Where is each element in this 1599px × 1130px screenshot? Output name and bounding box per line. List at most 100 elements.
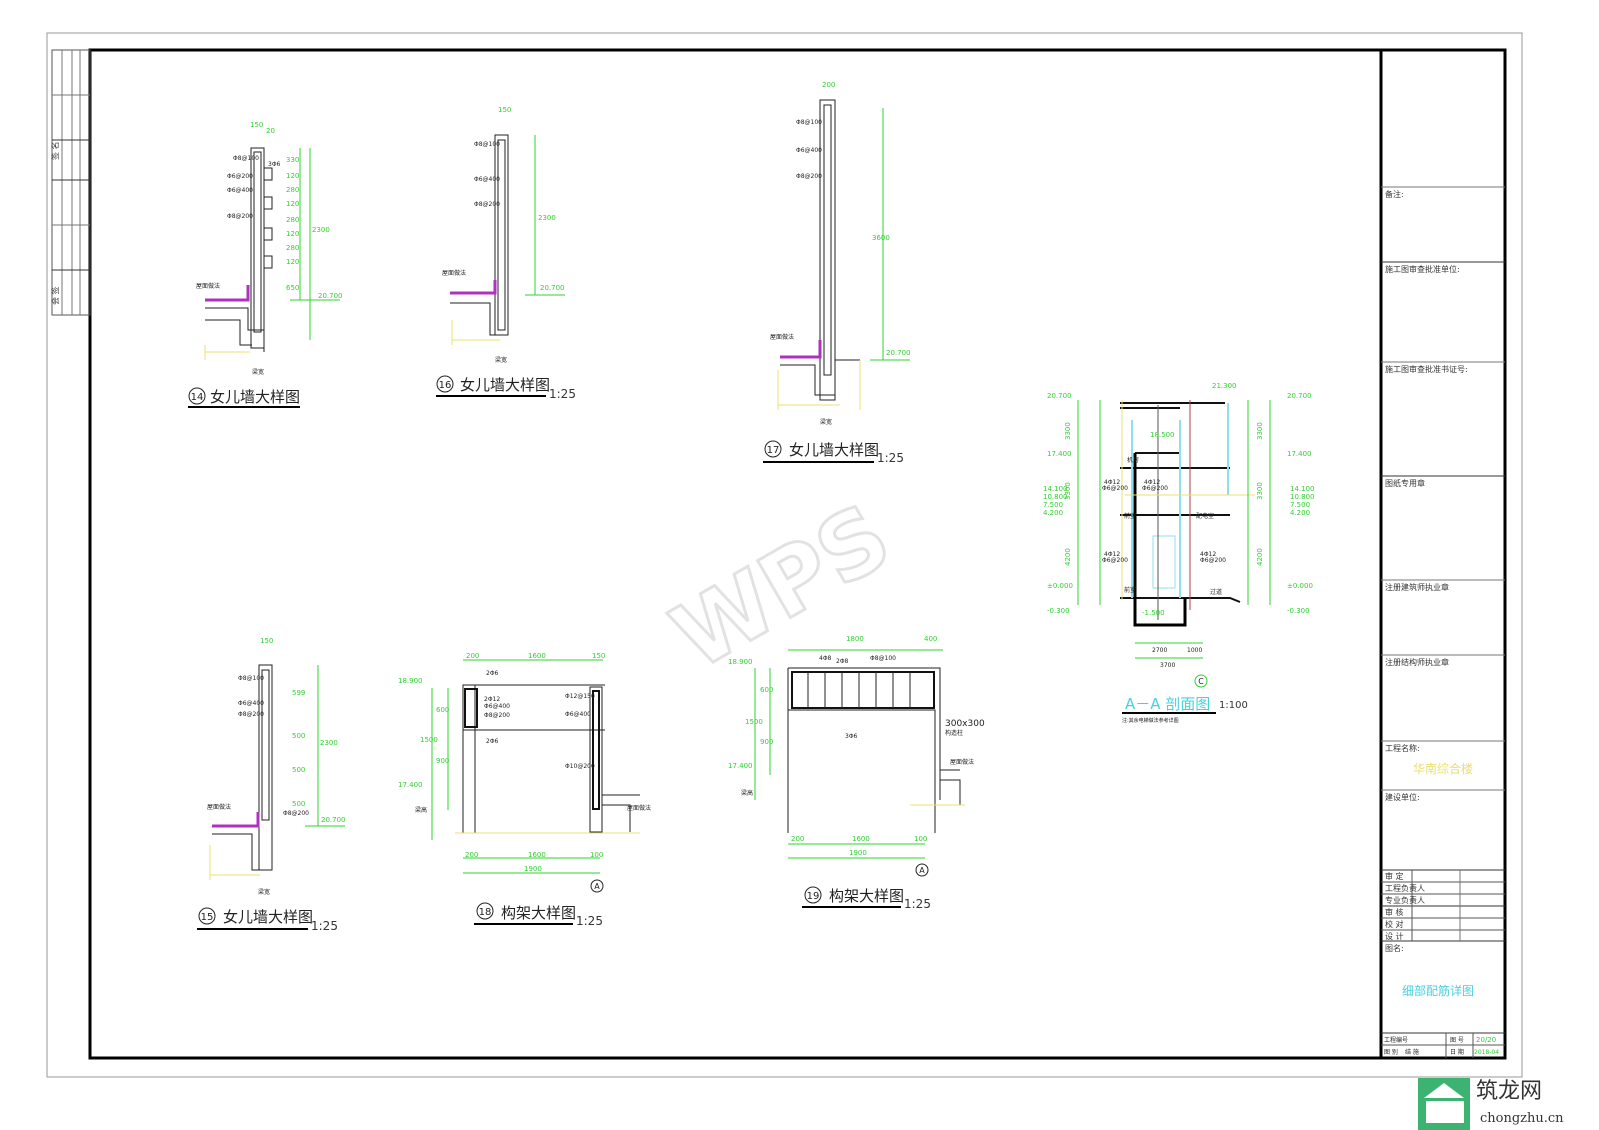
discipline-label: 图 别: [1384, 1048, 1398, 1056]
column-label: 构造柱: [945, 729, 963, 737]
rebar-label: 4Φ12: [1104, 479, 1120, 486]
role-discipline-lead: 专业负责人: [1385, 895, 1425, 905]
rebar-label: 2Φ6: [486, 738, 499, 745]
dim: 120: [286, 200, 299, 208]
room-label: 过道: [1210, 588, 1222, 596]
dim: 120: [286, 230, 299, 238]
detail-18-frame: 2Φ6 2Φ12 Φ6@400 Φ8@200 2Φ6 Φ12@150 Φ6@40…: [398, 652, 651, 928]
elevation-top: 18.900: [728, 658, 753, 666]
dim: 1800: [846, 635, 864, 643]
dim: 900: [760, 738, 773, 746]
dim: 1900: [849, 849, 867, 857]
detail-scale: 1:25: [576, 914, 603, 928]
detail-19-frame: 4Φ8 2Φ8 Φ8@100 3Φ6 300x300 构造柱 屋面做法 1800…: [728, 635, 985, 911]
elevation: 14.100: [1043, 485, 1068, 493]
dim: 200: [466, 652, 479, 660]
elevation-bottom: 17.400: [398, 781, 423, 789]
detail-title: 构架大样图: [829, 887, 904, 905]
dim: 280: [286, 186, 299, 194]
rebar-label: Φ6@400: [474, 176, 500, 183]
rebar-label: Φ8@100: [238, 675, 264, 682]
rebar-label: Φ8@200: [227, 213, 253, 220]
strip-label-countersign: 会 签: [50, 286, 60, 305]
rebar-label: Φ8@100: [796, 119, 822, 126]
dim: 600: [436, 706, 449, 714]
dim: 3700: [1160, 662, 1175, 669]
dim: 650: [286, 284, 299, 292]
dim: 2300: [320, 739, 338, 747]
detail-17-parapet: Φ8@100 Φ6@400 Φ8@200 屋面做法 200 3600 梁宽 20…: [763, 81, 911, 465]
column-size: 300x300: [945, 719, 985, 729]
date-label: 日 期: [1450, 1048, 1464, 1056]
detail-number: 17: [767, 445, 780, 456]
detail-15-parapet: Φ8@100 Φ6@400 Φ8@200 屋面做法 Φ8@200 150 599…: [197, 637, 346, 933]
elevation: -1.500: [1142, 609, 1165, 617]
logo-cn: 筑龙网: [1476, 1079, 1542, 1104]
site-logo: 筑龙网 chongzhu.cn: [1418, 1078, 1564, 1130]
elevation: 17.400: [1047, 450, 1072, 458]
elevation: 4.200: [1290, 509, 1310, 517]
rebar-label: Φ6@400: [227, 187, 253, 194]
detail-16-parapet: Φ8@100 Φ6@400 Φ8@200 屋面做法 150 2300 梁宽 20…: [436, 106, 576, 401]
dim: 280: [286, 216, 299, 224]
dim: 1600: [528, 851, 546, 859]
dim: 梁宽: [258, 888, 270, 896]
rebar-label: Φ8@200: [283, 810, 309, 817]
section-a-a: 机房 前室 配电室 前室 过道 20.700 17.400 14.100 10.…: [1043, 382, 1315, 724]
dim: 1000: [1187, 647, 1202, 654]
dim: 3300: [1064, 422, 1072, 440]
house-icon: [1424, 1083, 1464, 1098]
structural-seal-label: 注册结构师执业章: [1385, 657, 1449, 667]
dim: 900: [436, 757, 449, 765]
inner-frame: [88, 48, 1507, 1060]
dim: 400: [924, 635, 937, 643]
roof-label: 屋面做法: [442, 269, 466, 277]
rebar-label: Φ6@200: [1102, 485, 1128, 492]
detail-number: 16: [439, 380, 452, 391]
rebar-label: Φ8@200: [484, 712, 510, 719]
role-review: 审 核: [1385, 907, 1404, 917]
dim: 4200: [1064, 548, 1072, 566]
drawing-name-label: 图名:: [1385, 943, 1404, 953]
dim: 200: [791, 835, 804, 843]
dim: 梁高: [741, 789, 753, 797]
dim: 500: [292, 732, 305, 740]
dim: 200: [465, 851, 478, 859]
dim: 4200: [1256, 548, 1264, 566]
drawing-seal-label: 图纸专用章: [1385, 478, 1425, 488]
rebar-label: Φ10@200: [565, 763, 595, 770]
detail-title: 构架大样图: [501, 904, 576, 922]
axis-label: A: [919, 866, 925, 875]
rebar-label: Φ6@200: [227, 173, 253, 180]
role-design: 设 计: [1385, 931, 1404, 941]
discipline: 结 施: [1405, 1048, 1419, 1056]
dim: 梁宽: [252, 368, 264, 376]
dim: 330: [286, 156, 299, 164]
dim: 1600: [852, 835, 870, 843]
dim: 120: [286, 258, 299, 266]
room-label: 机房: [1127, 456, 1139, 464]
dim: 280: [286, 244, 299, 252]
rebar-label: 3Φ6: [268, 161, 281, 168]
elevation: 20.700: [540, 284, 565, 292]
elevation: 20.700: [1047, 392, 1072, 400]
elevation: 4.200: [1043, 509, 1063, 517]
elevation: 20.700: [318, 292, 343, 300]
rebar-label: Φ8@100: [870, 655, 896, 662]
rebar-label: 3Φ6: [845, 733, 858, 740]
elevation: 10.800: [1290, 493, 1315, 501]
architect-seal-label: 注册建筑师执业章: [1385, 582, 1449, 592]
elevation: 10.800: [1043, 493, 1068, 501]
detail-scale: 1:25: [311, 919, 338, 933]
elevation-top: 18.900: [398, 677, 423, 685]
axis-label: C: [1198, 677, 1204, 686]
elevation: 20.700: [886, 349, 911, 357]
rebar-label: Φ6@200: [1200, 557, 1226, 564]
dim: 1900: [524, 865, 542, 873]
detail-14-parapet: Φ8@100 Φ6@200 Φ6@400 Φ8@200 屋面做法 3Φ6 150…: [188, 121, 343, 408]
detail-number: 19: [807, 891, 820, 902]
dim: 2300: [538, 214, 556, 222]
dim: 2300: [312, 226, 330, 234]
section-scale: 1:100: [1219, 700, 1248, 711]
elevation-bottom: 17.400: [728, 762, 753, 770]
